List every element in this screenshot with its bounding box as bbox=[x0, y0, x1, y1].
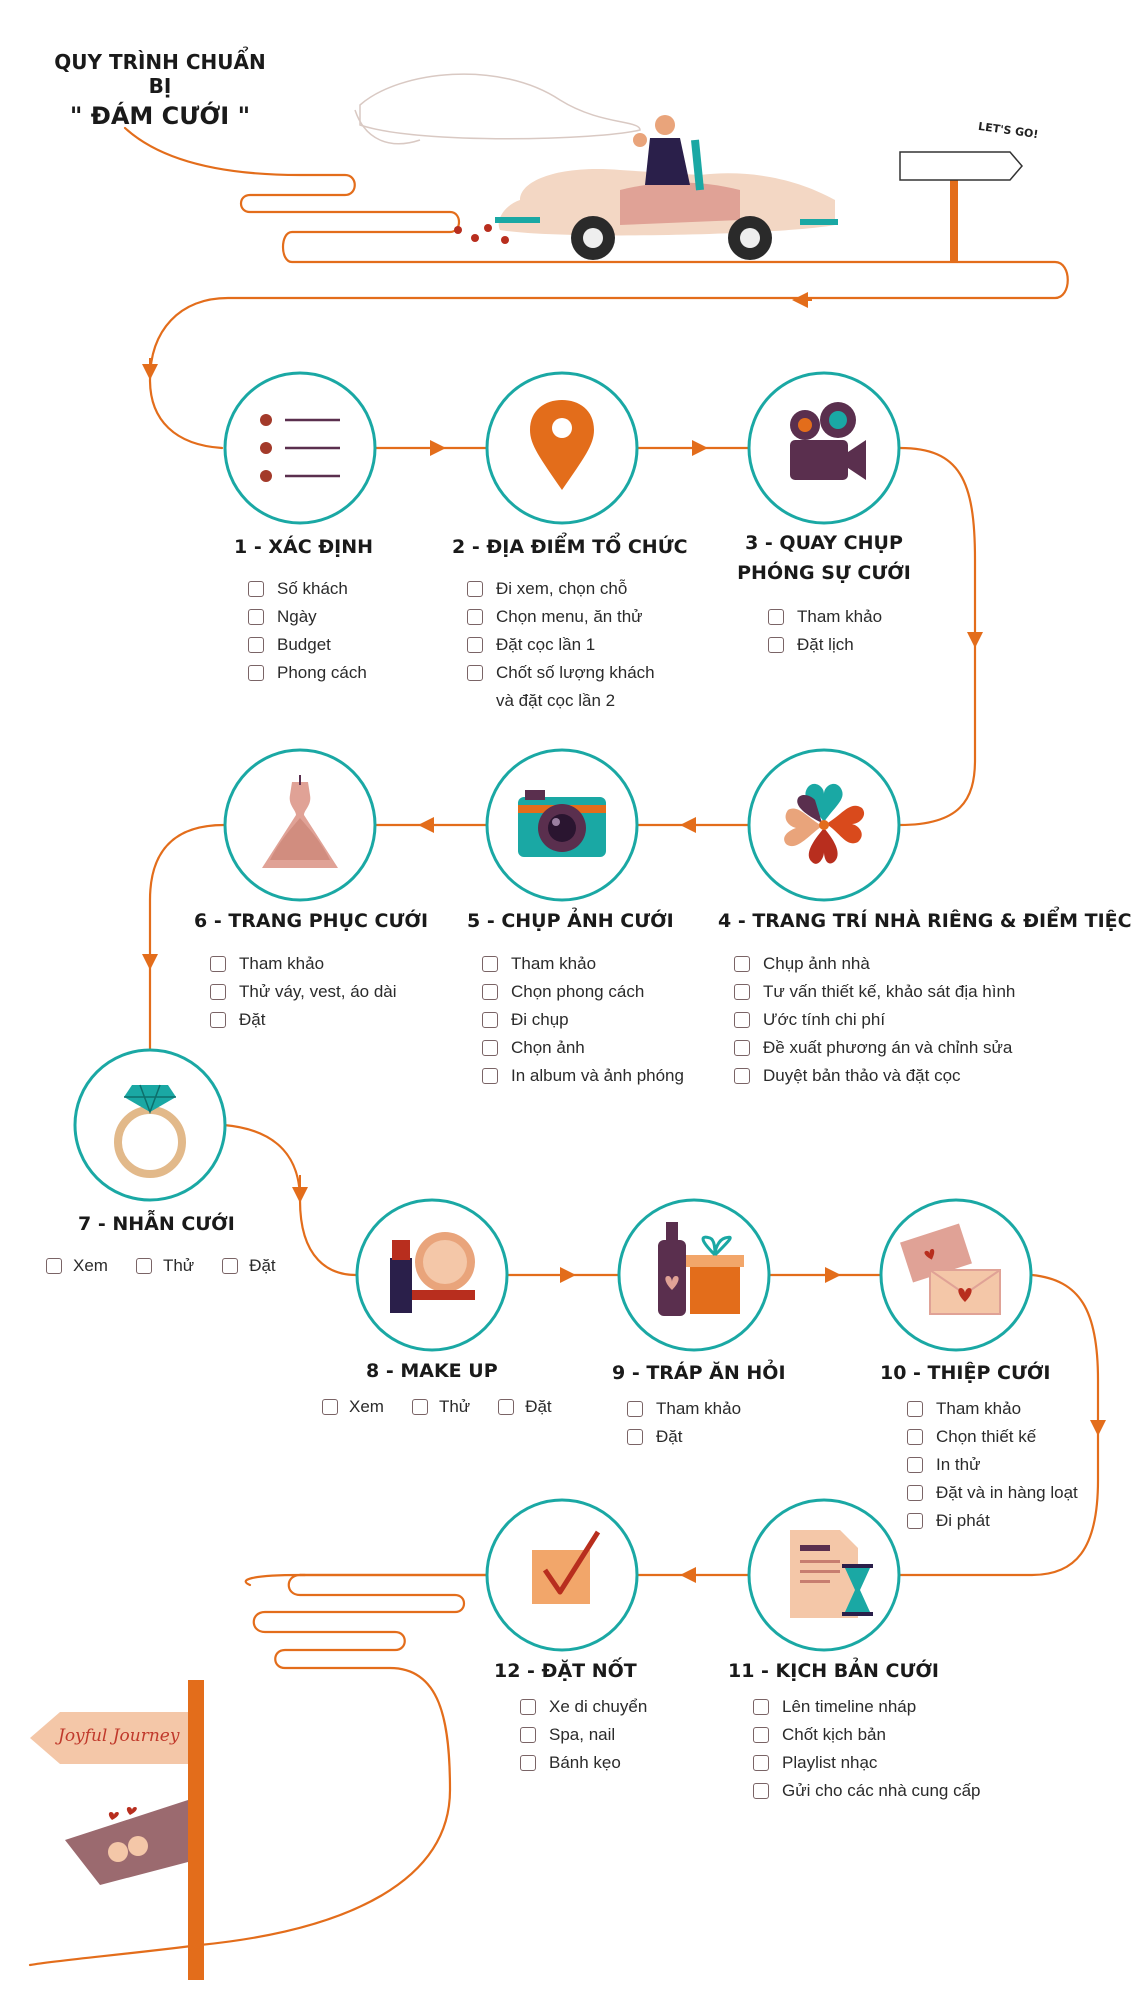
step-5-title: 5 - CHỤP ẢNH CƯỚI bbox=[467, 910, 674, 932]
step-6-checklist: Tham khảo Thử váy, vest, áo dài Đặt bbox=[210, 950, 397, 1034]
camera-icon bbox=[518, 790, 606, 857]
step-1-title: 1 - XÁC ĐỊNH bbox=[234, 536, 374, 558]
checklist-item[interactable]: Tham khảo bbox=[210, 950, 397, 978]
step-10-checklist: Tham khảo Chọn thiết kế In thử Đặt và in… bbox=[907, 1395, 1078, 1535]
envelope-icon bbox=[900, 1223, 1001, 1315]
checklist-item[interactable]: Tư vấn thiết kế, khảo sát địa hình bbox=[734, 978, 1015, 1006]
list-icon bbox=[260, 414, 340, 482]
checklist-item[interactable]: Spa, nail bbox=[520, 1721, 647, 1749]
step-11-checklist: Lên timeline nháp Chốt kịch bản Playlist… bbox=[753, 1693, 981, 1805]
checklist-item[interactable]: Đi xem, chọn chỗ bbox=[467, 575, 655, 603]
step-11-title: 11 - KỊCH BẢN CƯỚI bbox=[728, 1660, 939, 1682]
checklist-item[interactable]: Thử váy, vest, áo dài bbox=[210, 978, 397, 1006]
checklist-item[interactable]: Chọn phong cách bbox=[482, 978, 684, 1006]
location-pin-icon bbox=[530, 400, 594, 490]
checklist-item[interactable]: Xe di chuyển bbox=[520, 1693, 647, 1721]
checklist-item[interactable]: Phong cách bbox=[248, 659, 367, 687]
checklist-item[interactable]: In album và ảnh phóng bbox=[482, 1062, 684, 1090]
checklist-item[interactable]: Playlist nhạc bbox=[753, 1749, 981, 1777]
checklist-item[interactable]: Lên timeline nháp bbox=[753, 1693, 981, 1721]
step-2-checklist: Đi xem, chọn chỗ Chọn menu, ăn thử Đặt c… bbox=[467, 575, 655, 715]
checklist-item[interactable]: Tham khảo bbox=[482, 950, 684, 978]
video-camera-icon bbox=[790, 402, 866, 480]
checklist-item[interactable]: Tham khảo bbox=[627, 1395, 741, 1423]
checklist-item[interactable]: Ước tính chi phí bbox=[734, 1006, 1015, 1034]
checklist-item[interactable]: Gửi cho các nhà cung cấp bbox=[753, 1777, 981, 1805]
checklist-item[interactable]: Đi chụp bbox=[482, 1006, 684, 1034]
checklist-item[interactable]: Chốt số lượng khách và đặt cọc lần 2 bbox=[467, 659, 655, 715]
joyful-journey-sign bbox=[30, 1680, 204, 1980]
checklist-item[interactable]: Đi phát bbox=[907, 1507, 1078, 1535]
lets-go-sign bbox=[899, 151, 1023, 262]
step-9-title: 9 - TRÁP ĂN HỎI bbox=[612, 1362, 786, 1384]
ring-icon bbox=[114, 1084, 186, 1178]
checklist-item[interactable]: Đặt bbox=[210, 1006, 397, 1034]
checklist-item-line: Chốt số lượng khách bbox=[496, 663, 655, 682]
step-3-title: 3 - QUAY CHỤP PHÓNG SỰ CƯỚI bbox=[734, 528, 914, 588]
checklist-item[interactable]: Đặt lịch bbox=[768, 631, 882, 659]
checklist-item[interactable]: Thử bbox=[411, 1393, 470, 1421]
step-7-title: 7 - NHẪN CƯỚI bbox=[78, 1213, 235, 1235]
checklist-item[interactable]: Chọn thiết kế bbox=[907, 1423, 1078, 1451]
step-4-checklist: Chụp ảnh nhà Tư vấn thiết kế, khảo sát đ… bbox=[734, 950, 1015, 1090]
step-3-title-line-2: PHÓNG SỰ CƯỚI bbox=[737, 562, 911, 584]
checklist-item[interactable]: Tham khảo bbox=[768, 603, 882, 631]
checklist-item[interactable]: Chọn ảnh bbox=[482, 1034, 684, 1062]
wedding-car-illustration bbox=[354, 73, 838, 260]
checklist-item[interactable]: Duyệt bản thảo và đặt cọc bbox=[734, 1062, 1015, 1090]
bottom-path bbox=[28, 1573, 488, 1967]
step-4-title: 4 - TRANG TRÍ NHÀ RIÊNG & ĐIỂM TIỆC bbox=[718, 910, 1132, 932]
checklist-item[interactable]: Chốt kịch bản bbox=[753, 1721, 981, 1749]
checklist-item[interactable]: Budget bbox=[248, 631, 367, 659]
step-1-checklist: Số khách Ngày Budget Phong cách bbox=[248, 575, 367, 687]
checklist-item[interactable]: Xem bbox=[46, 1252, 108, 1280]
checklist-item[interactable]: Đặt bbox=[498, 1393, 552, 1421]
checklist-item[interactable]: Đặt cọc lần 1 bbox=[467, 631, 655, 659]
title-line-1: QUY TRÌNH CHUẨN BỊ bbox=[54, 50, 266, 98]
checklist-item[interactable]: Chọn menu, ăn thử bbox=[467, 603, 655, 631]
checklist-item[interactable]: Bánh kẹo bbox=[520, 1749, 647, 1777]
step-12-title: 12 - ĐẶT NỐT bbox=[494, 1660, 637, 1682]
checklist-item[interactable]: Đặt bbox=[627, 1423, 741, 1451]
checklist-item[interactable]: Thử bbox=[135, 1252, 194, 1280]
checklist-item[interactable]: Xem bbox=[322, 1393, 384, 1421]
gift-wine-icon bbox=[658, 1222, 744, 1316]
step-10-title: 10 - THIỆP CƯỚI bbox=[880, 1362, 1051, 1384]
checklist-item[interactable]: Số khách bbox=[248, 575, 367, 603]
checklist-item[interactable]: Chụp ảnh nhà bbox=[734, 950, 1015, 978]
title-line-2: " ĐÁM CƯỚI " bbox=[69, 102, 251, 130]
step-3-checklist: Tham khảo Đặt lịch bbox=[768, 603, 882, 659]
flow-arrows bbox=[142, 440, 1106, 1583]
makeup-icon bbox=[390, 1232, 475, 1313]
step-3-title-line-1: 3 - QUAY CHỤP bbox=[745, 532, 903, 554]
checklist-item[interactable]: Ngày bbox=[248, 603, 367, 631]
step-8-checklist: Xem Thử Đặt bbox=[322, 1393, 580, 1421]
heart-flower-icon bbox=[784, 783, 865, 864]
step-12-checklist: Xe di chuyển Spa, nail Bánh kẹo bbox=[520, 1693, 647, 1777]
checklist-item-line: và đặt cọc lần 2 bbox=[496, 691, 616, 710]
checklist-item[interactable]: Đặt và in hàng loạt bbox=[907, 1479, 1078, 1507]
ribbon-path bbox=[123, 126, 1069, 450]
checklist-item[interactable]: In thử bbox=[907, 1451, 1078, 1479]
step-2-title: 2 - ĐỊA ĐIỂM TỔ CHỨC bbox=[452, 536, 688, 558]
checklist-item[interactable]: Đề xuất phương án và chỉnh sửa bbox=[734, 1034, 1015, 1062]
step-5-checklist: Tham khảo Chọn phong cách Đi chụp Chọn ả… bbox=[482, 950, 684, 1090]
step-8-title: 8 - MAKE UP bbox=[366, 1360, 498, 1382]
step-7-checklist: Xem Thử Đặt bbox=[46, 1252, 304, 1280]
script-hourglass-icon bbox=[790, 1530, 873, 1618]
step-6-title: 6 - TRANG PHỤC CƯỚI bbox=[194, 910, 429, 932]
checklist-item[interactable]: Đặt bbox=[222, 1252, 276, 1280]
step-9-checklist: Tham khảo Đặt bbox=[627, 1395, 741, 1451]
infographic-title: QUY TRÌNH CHUẨN BỊ " ĐÁM CƯỚI " bbox=[40, 50, 280, 130]
checklist-item[interactable]: Tham khảo bbox=[907, 1395, 1078, 1423]
wedding-dress-icon bbox=[262, 775, 338, 868]
checkbox-icon bbox=[532, 1530, 601, 1604]
joyful-journey-label: Joyful Journey bbox=[58, 1726, 180, 1746]
